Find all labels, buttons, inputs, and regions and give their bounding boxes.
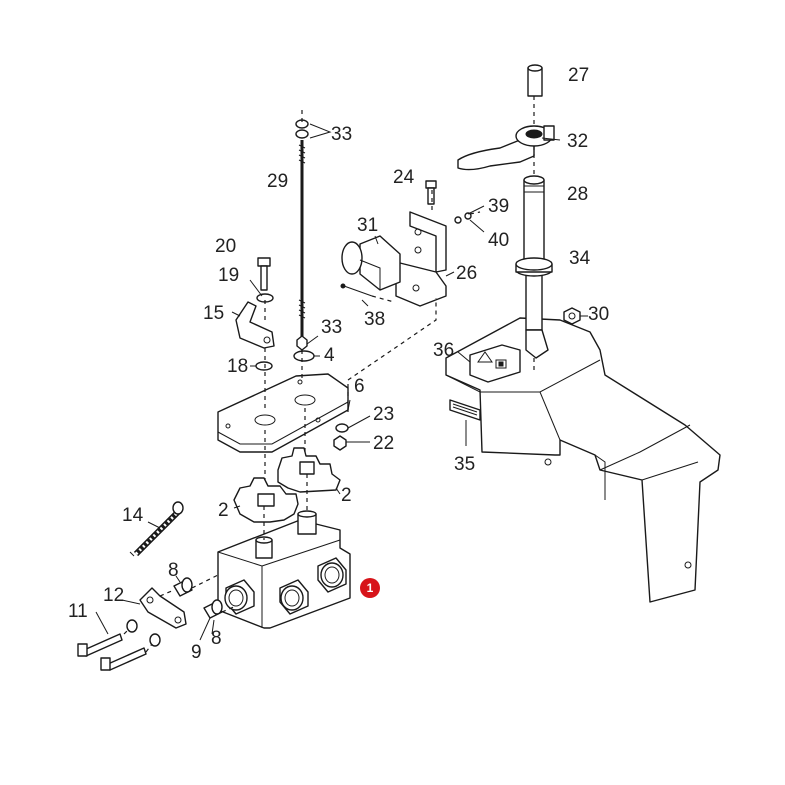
nut-30 bbox=[563, 307, 581, 325]
shift-rod-29 bbox=[298, 140, 306, 340]
bracket-15 bbox=[235, 301, 275, 349]
shift-cover-housing bbox=[445, 317, 721, 603]
lever-12 bbox=[139, 587, 187, 629]
decal-35 bbox=[449, 399, 481, 421]
switch-bracket bbox=[395, 211, 447, 307]
callout-14: 14 bbox=[122, 505, 144, 526]
washer-4 bbox=[293, 350, 315, 362]
nut-22 bbox=[333, 435, 347, 451]
callout-39: 39 bbox=[488, 196, 509, 217]
callout-33-lower: 33 bbox=[321, 317, 342, 338]
bushing-8-upper bbox=[173, 577, 193, 597]
gear-upper bbox=[277, 447, 341, 493]
washer-18 bbox=[255, 361, 273, 371]
shift-lever-handle bbox=[457, 125, 555, 171]
callout-23: 23 bbox=[373, 404, 394, 425]
item-badge: 1 bbox=[360, 578, 380, 598]
callout-35: 35 bbox=[454, 454, 475, 475]
screw-38 bbox=[340, 283, 373, 297]
callout-2-right: 2 bbox=[341, 485, 352, 506]
callout-11: 11 bbox=[68, 601, 88, 622]
bushing-8-lower bbox=[203, 599, 223, 619]
callout-8-upper: 8 bbox=[168, 560, 179, 581]
callout-18: 18 bbox=[227, 356, 248, 377]
bolt-11b bbox=[100, 647, 147, 671]
callout-12: 12 bbox=[103, 585, 124, 606]
bolt-20 bbox=[257, 257, 271, 291]
nuts-33-top bbox=[295, 119, 309, 139]
assembly-lines bbox=[123, 96, 535, 653]
callout-31: 31 bbox=[357, 215, 378, 236]
callout-33-top: 33 bbox=[331, 124, 352, 145]
callout-22: 22 bbox=[373, 433, 394, 454]
callout-32: 32 bbox=[567, 131, 588, 152]
callout-28: 28 bbox=[567, 184, 588, 205]
callout-19: 19 bbox=[218, 265, 239, 286]
washer-9b bbox=[149, 633, 161, 647]
callout-30: 30 bbox=[588, 304, 609, 325]
cover-plate-6 bbox=[217, 373, 349, 453]
callout-15: 15 bbox=[203, 303, 224, 324]
pin-27 bbox=[527, 64, 543, 97]
callout-34: 34 bbox=[569, 248, 591, 269]
item-badge-label: 1 bbox=[367, 581, 374, 595]
callout-26: 26 bbox=[456, 263, 477, 284]
callout-29: 29 bbox=[267, 171, 288, 192]
callout-4: 4 bbox=[324, 345, 335, 366]
port-fitting-right bbox=[317, 557, 347, 593]
washer-39-nut-40 bbox=[454, 212, 472, 224]
port-fitting-left bbox=[224, 579, 255, 615]
callout-8-lower: 8 bbox=[211, 628, 222, 649]
spring-14 bbox=[129, 501, 184, 557]
washer-23 bbox=[335, 423, 349, 433]
callout-6: 6 bbox=[354, 376, 365, 397]
port-fitting-center bbox=[279, 579, 309, 615]
neutral-switch bbox=[341, 235, 401, 291]
callout-36: 36 bbox=[433, 340, 454, 361]
callout-2-left: 2 bbox=[218, 500, 229, 521]
callout-20: 20 bbox=[215, 236, 236, 257]
warning-label bbox=[469, 344, 521, 383]
leader-lines bbox=[95, 123, 588, 641]
callout-9: 9 bbox=[191, 642, 202, 663]
callout-27: 27 bbox=[568, 65, 589, 86]
callout-38: 38 bbox=[364, 309, 385, 330]
bolt-11a bbox=[77, 633, 123, 657]
gear-lower bbox=[233, 477, 299, 523]
bolt-24 bbox=[425, 180, 437, 205]
shift-shaft bbox=[515, 175, 553, 359]
callout-24: 24 bbox=[393, 167, 415, 188]
callout-40: 40 bbox=[488, 230, 509, 251]
washer-9a bbox=[126, 619, 138, 633]
callout-labels: 27 32 28 34 30 36 35 24 39 40 31 26 38 3… bbox=[68, 65, 609, 663]
nut-33-lower bbox=[296, 335, 308, 351]
